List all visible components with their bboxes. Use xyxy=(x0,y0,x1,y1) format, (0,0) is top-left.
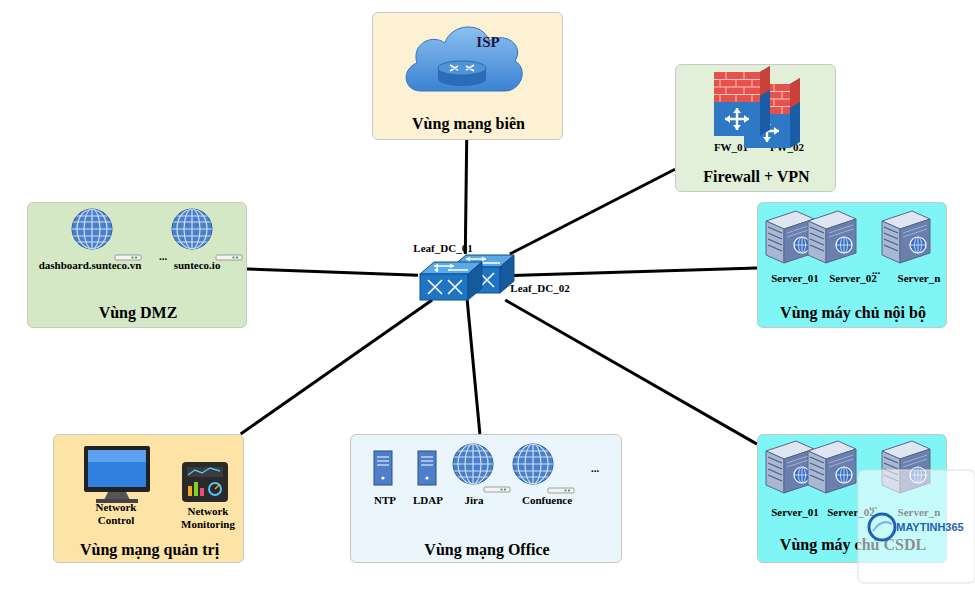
zone-title: ISP xyxy=(468,34,508,51)
item-label: FW_02 xyxy=(762,141,812,154)
connector-line xyxy=(247,269,418,275)
connector-line xyxy=(510,169,675,254)
zone-box: Vùng mạng biên ISP xyxy=(372,12,563,140)
item-label: Jira xyxy=(454,494,494,507)
zone-box: Server_01Server_02...Server_nVùng máy ch… xyxy=(757,202,947,328)
item-label: sunteco.io xyxy=(157,259,237,272)
zone-box: dashboard.sunteco.vn...sunteco.ioVùng DM… xyxy=(27,202,247,328)
item-label: Network Monitoring xyxy=(170,505,246,530)
item-label: ... xyxy=(863,499,883,512)
connector-line xyxy=(512,268,757,276)
item-label: FW_01 xyxy=(706,141,756,154)
item-label: ... xyxy=(153,250,173,263)
zone-title: Firewall + VPN xyxy=(676,168,837,186)
zone-title: Vùng mạng quản trị xyxy=(54,541,245,559)
zone-title: Vùng mạng biên xyxy=(373,115,564,133)
cloud-shape xyxy=(401,19,525,99)
zone-title: Vùng DMZ xyxy=(28,304,248,322)
item-label: Leaf_DC_01 xyxy=(393,242,493,255)
zone-box: Network Control Network MonitoringVùng mạ… xyxy=(53,434,244,563)
item-label: Server_01 xyxy=(765,272,825,285)
item-label: Leaf_DC_02 xyxy=(505,282,575,295)
cloud-node: ISP xyxy=(401,19,525,99)
item-label: ... xyxy=(585,462,605,475)
connector-line xyxy=(465,140,466,254)
zone-title: Vùng máy chủ nội bộ xyxy=(758,304,948,322)
zone-title: Vùng máy chủ CSDL xyxy=(758,536,948,554)
zone-box: NTPLDAP Jira Confuence... Vùng mạng Office xyxy=(350,434,622,563)
item-label: dashboard.sunteco.vn xyxy=(29,259,151,272)
connector-line xyxy=(241,300,432,434)
item-label: LDAP xyxy=(408,494,448,507)
item-label: Server_01 xyxy=(765,506,825,519)
item-label: Server_n xyxy=(889,506,949,519)
zone-box: Server_01Server_02...Server_nVùng máy ch… xyxy=(757,434,947,563)
item-label: Confuence xyxy=(507,494,587,507)
item-label: NTP xyxy=(365,494,405,507)
zone-title: Vùng mạng Office xyxy=(351,541,623,559)
item-label: ... xyxy=(866,264,886,277)
cloud-outline xyxy=(406,27,522,91)
switch-node: Leaf_DC_01Leaf_DC_02 xyxy=(418,254,512,300)
connector-line xyxy=(467,300,480,434)
item-label: Network Control xyxy=(86,501,146,526)
zone-box: FW_01 FW_02Firewall + VPN xyxy=(675,64,836,192)
item-label: Server_n xyxy=(889,272,949,285)
connector-line xyxy=(505,300,757,444)
